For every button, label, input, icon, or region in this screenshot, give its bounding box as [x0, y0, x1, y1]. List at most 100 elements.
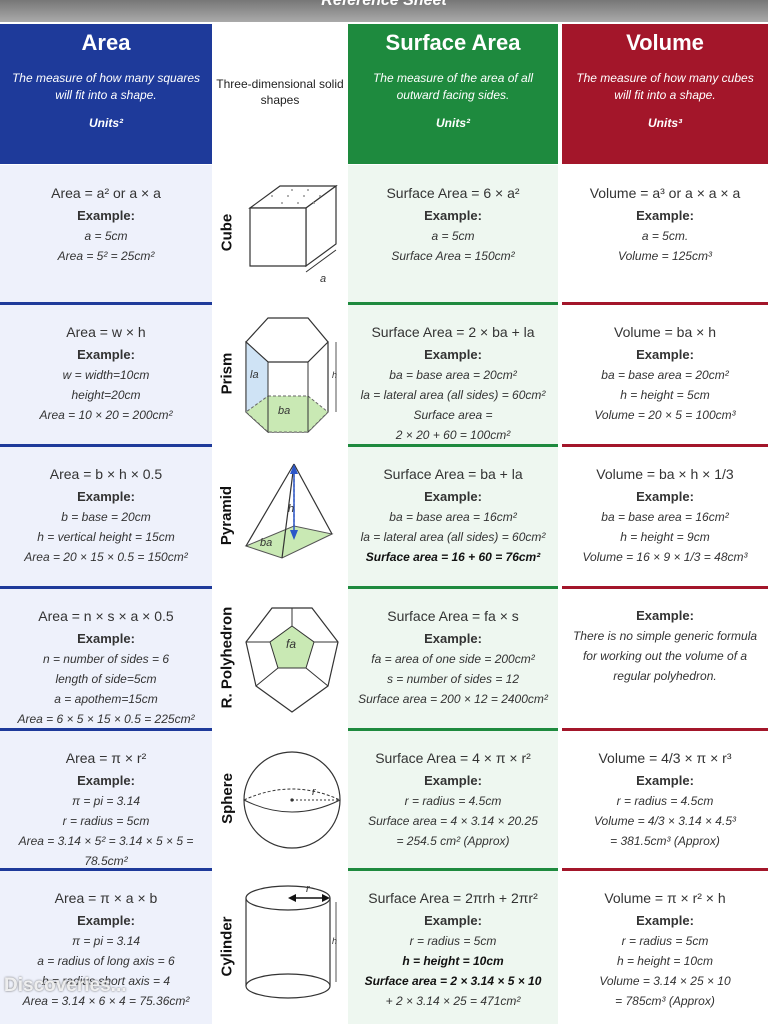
area-heading: Area	[81, 30, 131, 55]
cylinder-volume-formula: Volume = π × r² × h	[604, 890, 726, 906]
prism-area-line: height=20cm	[71, 388, 141, 402]
polyhedron-name: R. Polyhedron	[218, 606, 236, 708]
polyhedron-icon: fa	[245, 607, 339, 713]
sphere-surface-line: Surface area = 4 × 3.14 × 20.25	[368, 814, 538, 828]
cylinder-label-h: h	[332, 936, 337, 946]
cube-name-label: Cube	[212, 165, 242, 300]
pyramid-area-line: h = vertical height = 15cm	[37, 530, 175, 544]
sphere-area-formula: Area = π × r²	[65, 750, 147, 766]
top-bar: Reference Sheet	[0, 0, 768, 22]
prism-volume-example-label: Example:	[636, 347, 694, 362]
sphere-volume-cell: Volume = 4/3 × π × r³ Example: r = radius …	[562, 748, 768, 851]
pyramid-volume-example-label: Example:	[636, 489, 694, 504]
polyhedron-volume-example-label: Example:	[636, 608, 694, 623]
polyhedron-label-fa: fa	[286, 637, 296, 651]
prism-label-ba: ba	[278, 405, 290, 417]
cube-surface-formula: Surface Area = 6 × a²	[386, 185, 520, 201]
prism-surface-formula: Surface Area = 2 × ba + la	[371, 324, 535, 340]
polyhedron-volume-line: There is no simple generic formula	[572, 629, 758, 643]
pyramid-surface-formula: Surface Area = ba + la	[383, 466, 523, 482]
surface-units: Units²	[436, 116, 470, 130]
polyhedron-volume-line: for working out the volume of a	[582, 649, 748, 663]
sphere-surface-formula: Surface Area = 4 × π × r²	[375, 750, 531, 766]
cylinder-volume-line: h = height = 10cm	[616, 954, 714, 968]
prism-volume-cell: Volume = ba × h Example: ba = base area = …	[562, 322, 768, 425]
prism-surface-line: Surface area =	[413, 408, 493, 422]
cube-surface-line: a = 5cm	[431, 229, 475, 243]
polyhedron-surface-line: Surface area = 200 × 12 = 2400cm²	[358, 692, 548, 706]
volume-row-separator	[562, 302, 768, 305]
prism-volume-line: Volume = 20 × 5 = 100cm³	[594, 408, 736, 422]
pyramid-area-example-label: Example:	[77, 489, 135, 504]
volume-row-separator	[562, 586, 768, 589]
polyhedron-area-formula: Area = n × s × a × 0.5	[38, 608, 174, 624]
pyramid-surface-line: la = lateral area (all sides) = 60cm²	[360, 530, 546, 544]
polyhedron-area-line: n = number of sides = 6	[42, 652, 170, 666]
area-row-separator	[0, 302, 212, 305]
cylinder-area-formula: Area = π × a × b	[54, 890, 158, 906]
polyhedron-volume-line: regular polyhedron.	[613, 669, 717, 683]
area-units: Units²	[89, 116, 123, 130]
prism-name-label: Prism	[212, 304, 242, 442]
surface-row-separator	[348, 868, 558, 871]
sphere-volume-line: r = radius = 4.5cm	[616, 794, 714, 808]
sphere-surface-line: = 254.5 cm² (Approx)	[396, 834, 510, 848]
prism-volume-formula: Volume = ba × h	[614, 324, 716, 340]
cylinder-surface-bold-line: Surface area = 2 × 3.14 × 5 × 10	[364, 974, 542, 988]
pyramid-icon: h ba	[244, 463, 334, 559]
polyhedron-surface-line: s = number of sides = 12	[386, 672, 520, 686]
sphere-surface-line: r = radius = 4.5cm	[404, 794, 502, 808]
volume-description: The measure of how many cubes will fit i…	[576, 71, 754, 102]
polyhedron-area-line: Area = 6 × 5 × 15 × 0.5 = 225cm²	[17, 712, 195, 726]
cube-volume-line: a = 5cm.	[641, 229, 689, 243]
cube-area-example-label: Example:	[77, 208, 135, 223]
cylinder-surface-bold-line: h = height = 10cm	[402, 954, 504, 968]
pyramid-area-line: Area = 20 × 15 × 0.5 = 150cm²	[24, 550, 188, 564]
pyramid-name: Pyramid	[218, 485, 236, 545]
cube-volume-example-label: Example:	[636, 208, 694, 223]
volume-header: Volume The measure of how many cubes wil…	[562, 24, 768, 164]
cylinder-area-line: b = radius short axis = 4	[41, 974, 171, 988]
pyramid-volume-line: ba = base area = 16cm²	[601, 510, 729, 524]
cylinder-area-line: Area = 3.14 × 6 × 4 = 75.36cm²	[22, 994, 190, 1008]
sphere-area-line: 78.5cm²	[84, 854, 128, 868]
sphere-volume-formula: Volume = 4/3 × π × r³	[598, 750, 732, 766]
area-row-separator	[0, 728, 212, 731]
surface-heading: Surface Area	[385, 30, 521, 55]
cube-area-line: a = 5cm	[84, 229, 128, 243]
sphere-icon: r	[243, 751, 341, 849]
sphere-name: Sphere	[218, 772, 236, 824]
volume-row-separator	[562, 444, 768, 447]
volume-column	[562, 165, 768, 1024]
surface-row-separator	[348, 728, 558, 731]
cylinder-name-label: Cylinder	[212, 870, 242, 1022]
cylinder-area-example-label: Example:	[77, 913, 135, 928]
volume-row-separator	[562, 868, 768, 871]
pyramid-volume-line: h = height = 9cm	[620, 530, 710, 544]
cylinder-surface-example-label: Example:	[424, 913, 482, 928]
surface-header: Surface Area The measure of the area of …	[348, 24, 558, 164]
sphere-volume-example-label: Example:	[636, 773, 694, 788]
surface-column	[348, 165, 558, 1024]
shape-column	[214, 165, 346, 1024]
cylinder-surface-tail: + 2 × 3.14 × 25 = 471cm²	[385, 994, 521, 1008]
cylinder-surface-formula: Surface Area = 2πrh + 2πr²	[368, 890, 538, 906]
volume-heading: Volume	[626, 30, 704, 55]
volume-units: Units³	[648, 116, 682, 130]
surface-row-separator	[348, 586, 558, 589]
cube-volume-formula: Volume = a³ or a × a × a	[589, 185, 741, 201]
prism-area-line: w = width=10cm	[62, 368, 150, 382]
prism-label-h: h	[332, 370, 337, 380]
prism-volume-line: ba = base area = 20cm²	[601, 368, 729, 382]
surface-row-separator	[348, 444, 558, 447]
pyramid-area-line: b = base = 20cm	[61, 510, 151, 524]
cube-area-formula: Area = a² or a × a	[51, 185, 161, 201]
